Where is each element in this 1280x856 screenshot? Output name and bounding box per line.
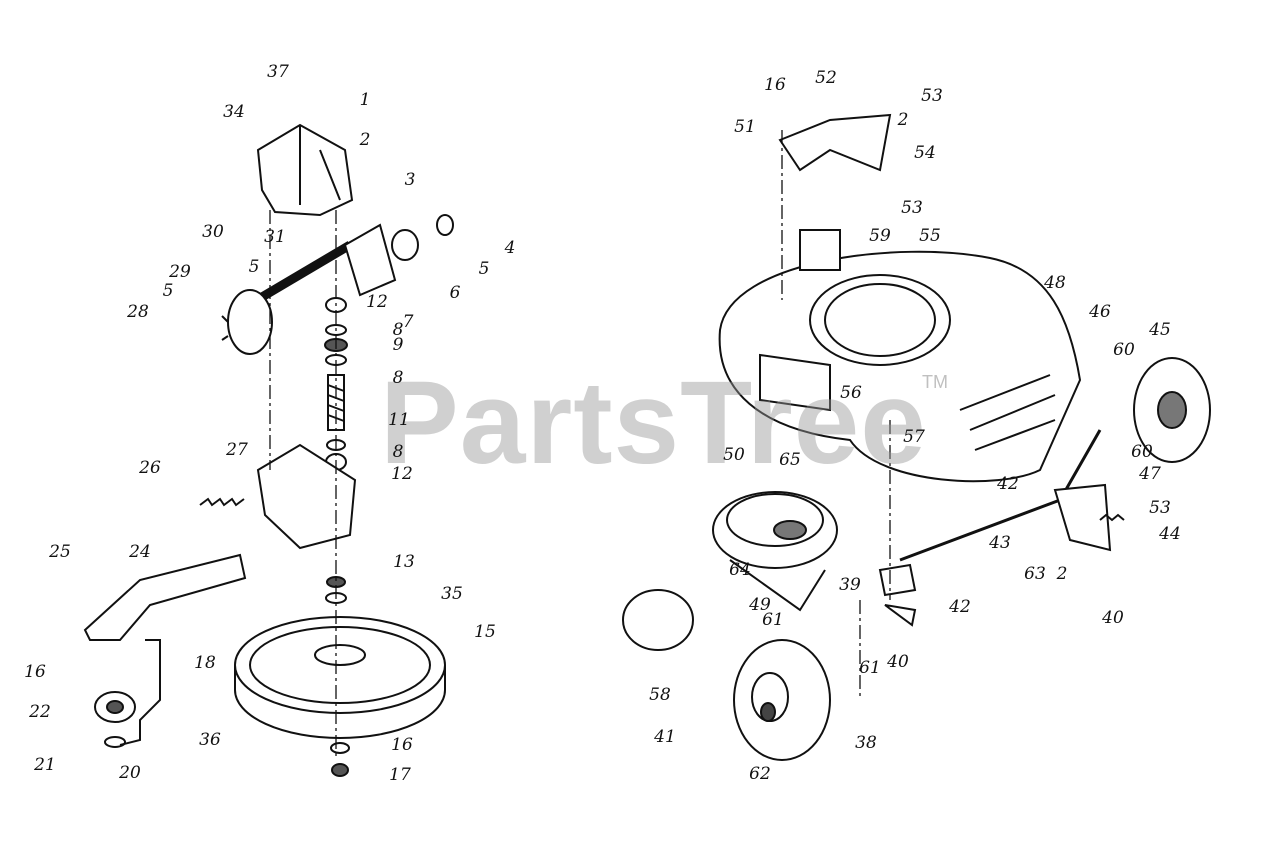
right-centerlines	[781, 130, 891, 700]
hubcap	[622, 589, 694, 651]
callout-right_assembly-20: 53	[1149, 498, 1171, 518]
callout-right_assembly-25: 64	[729, 560, 751, 580]
callout-left_assembly-27: 24	[129, 542, 151, 562]
callout-left_assembly-7: 5	[248, 257, 260, 277]
callout-left_assembly-19: 11	[388, 410, 410, 430]
callout-left_assembly-18: 8	[392, 368, 404, 388]
idler-bracket	[83, 553, 247, 748]
callout-left_assembly-8: 29	[169, 262, 191, 282]
gear-shaft	[221, 241, 353, 355]
height-adjust-bracket	[1053, 483, 1125, 552]
callout-left_assembly-25: 35	[441, 584, 463, 604]
callout-left_assembly-15: 5	[162, 281, 174, 301]
centerlines	[269, 210, 337, 760]
gear-housing-bottom	[256, 443, 357, 550]
callout-right_assembly-0: 16	[764, 75, 786, 95]
callout-left_assembly-36: 17	[389, 765, 411, 785]
callout-left_assembly-21: 27	[226, 440, 248, 460]
callout-right_assembly-2: 53	[921, 86, 943, 106]
callout-left_assembly-31: 22	[29, 702, 51, 722]
trademark-symbol: TM	[922, 372, 948, 392]
callout-left_assembly-9: 4	[504, 238, 516, 258]
callout-right_assembly-6: 53	[901, 198, 923, 218]
callout-left_assembly-32: 36	[199, 730, 221, 750]
callout-right_assembly-34: 41	[654, 727, 676, 747]
callout-right_assembly-18: 65	[779, 450, 801, 470]
callout-left_assembly-29: 18	[194, 653, 216, 673]
callout-left_assembly-22: 12	[391, 464, 413, 484]
callout-right_assembly-21: 44	[1159, 524, 1181, 544]
callout-right_assembly-28: 42	[949, 597, 971, 617]
callout-left_assembly-26: 25	[49, 542, 71, 562]
callout-right_assembly-14: 57	[903, 427, 925, 447]
callout-right_assembly-33: 58	[649, 685, 671, 705]
callout-left_assembly-28: 15	[474, 622, 496, 642]
callout-right_assembly-10: 46	[1089, 302, 1111, 322]
callout-right_assembly-16: 47	[1139, 464, 1161, 484]
callout-left_assembly-1: 1	[359, 90, 371, 110]
callout-left_assembly-33: 21	[34, 755, 56, 775]
callout-right_assembly-27: 39	[839, 575, 861, 595]
mower-deck	[718, 250, 1082, 483]
side-plate	[343, 223, 397, 297]
bushing	[391, 214, 454, 261]
callout-right_assembly-8: 59	[869, 226, 891, 246]
handle-bracket	[778, 113, 892, 172]
callout-left_assembly-17: 9	[392, 335, 404, 355]
callout-right_assembly-11: 45	[1149, 320, 1171, 340]
gear-housing-top	[256, 123, 354, 217]
callout-left_assembly-4: 3	[404, 170, 416, 190]
callout-right_assembly-32: 61	[859, 658, 881, 678]
callout-right_assembly-3: 2	[897, 110, 909, 130]
callout-left_assembly-23: 26	[139, 458, 161, 478]
callout-right_assembly-36: 38	[855, 733, 877, 753]
callout-right_assembly-29: 40	[1102, 608, 1124, 628]
callout-right_assembly-15: 60	[1131, 442, 1153, 462]
callout-left_assembly-12: 12	[366, 292, 388, 312]
wheel-bracket	[878, 563, 917, 627]
callout-right_assembly-4: 51	[734, 117, 756, 137]
callout-right_assembly-7: 55	[919, 226, 941, 246]
front-wheel	[733, 639, 831, 761]
callout-left_assembly-14: 28	[127, 302, 149, 322]
callout-left_assembly-34: 20	[119, 763, 141, 783]
callout-right_assembly-31: 40	[887, 652, 909, 672]
callout-left_assembly-30: 16	[24, 662, 46, 682]
callout-right_assembly-9: 48	[1044, 273, 1066, 293]
rear-wheel	[1133, 357, 1211, 463]
callout-right_assembly-1: 52	[815, 68, 837, 88]
callout-left_assembly-5: 30	[202, 222, 224, 242]
callout-right_assembly-12: 60	[1113, 340, 1135, 360]
callout-right_assembly-24: 2	[1056, 564, 1068, 584]
callout-right_assembly-17: 50	[723, 445, 745, 465]
callout-left_assembly-10: 5	[478, 259, 490, 279]
callout-left_assembly-2: 34	[223, 102, 245, 122]
callout-left_assembly-35: 16	[391, 735, 413, 755]
callout-left_assembly-0: 37	[267, 62, 289, 82]
callout-left_assembly-20: 8	[392, 442, 404, 462]
watermark: PartsTree	[380, 357, 927, 489]
drive-pulley	[234, 616, 446, 739]
callout-right_assembly-30: 61	[762, 610, 784, 630]
callout-left_assembly-13: 7	[402, 312, 414, 332]
callout-right_assembly-26: 49	[749, 595, 771, 615]
callout-left_assembly-16: 8	[392, 320, 404, 340]
callout-right_assembly-22: 43	[989, 533, 1011, 553]
engine-part	[799, 229, 841, 271]
baffle	[712, 491, 838, 612]
callout-left_assembly-11: 6	[449, 283, 461, 303]
callout-left_assembly-6: 31	[264, 227, 286, 247]
callout-left_assembly-24: 13	[393, 552, 415, 572]
callout-right_assembly-35: 62	[749, 764, 771, 784]
spring	[199, 497, 245, 507]
callout-right_assembly-5: 54	[914, 143, 936, 163]
callout-left_assembly-3: 2	[359, 130, 371, 150]
callout-right_assembly-13: 56	[840, 383, 862, 403]
callout-right_assembly-19: 42	[997, 474, 1019, 494]
callout-right_assembly-23: 63	[1024, 564, 1046, 584]
